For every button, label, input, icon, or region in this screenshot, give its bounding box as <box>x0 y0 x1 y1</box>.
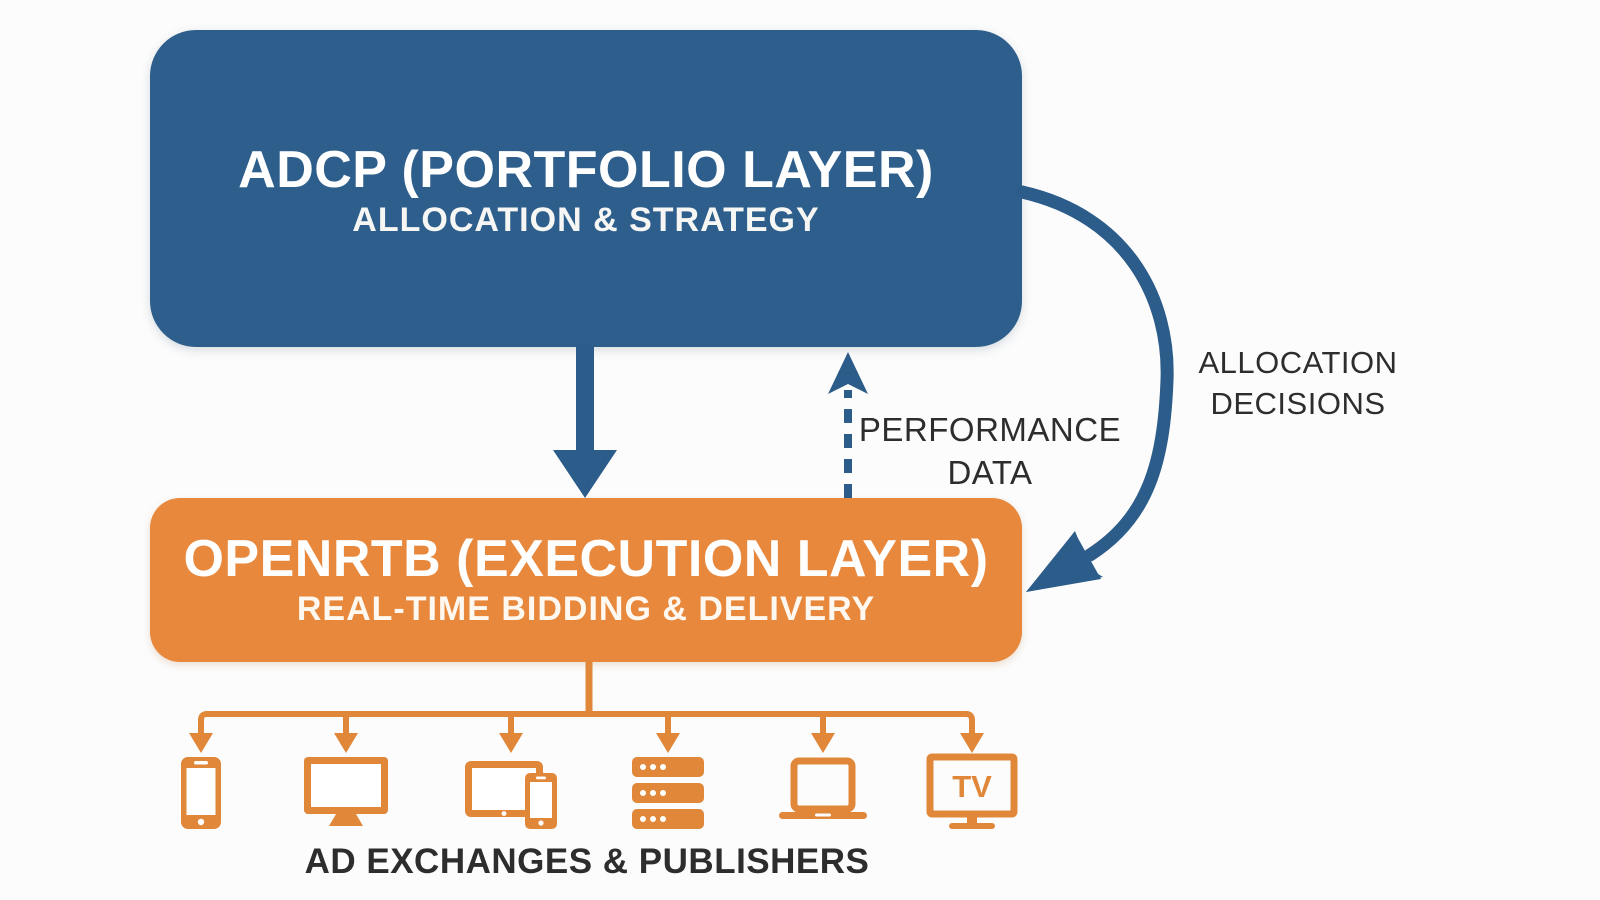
smartphone-icon <box>181 757 221 829</box>
tv-label: TV <box>952 769 992 804</box>
downward-flow-arrow <box>553 345 617 498</box>
fanout-connector <box>189 660 984 753</box>
portfolio-layer-title: ADCP (PORTFOLIO LAYER) <box>238 141 934 200</box>
desktop-monitor-icon <box>304 757 388 826</box>
tablet-and-phone-icon <box>465 761 557 829</box>
performance-data-arrow <box>828 352 868 498</box>
laptop-icon <box>779 757 867 819</box>
ad-exchanges-label: AD EXCHANGES & PUBLISHERS <box>304 842 870 881</box>
portfolio-layer-box: ADCP (PORTFOLIO LAYER) ALLOCATION & STRA… <box>150 30 1022 347</box>
execution-layer-title: OPENRTB (EXECUTION LAYER) <box>183 529 989 588</box>
allocation-decisions-arrow <box>1015 185 1174 592</box>
allocation-decisions-label: ALLOCATION DECISIONS <box>1198 345 1398 421</box>
performance-data-label: PERFORMANCE DATA <box>858 411 1122 491</box>
tv-icon: TV <box>926 753 1018 829</box>
server-stack-icon <box>632 757 704 829</box>
portfolio-layer-subtitle: ALLOCATION & STRATEGY <box>352 201 820 240</box>
execution-layer-box: OPENRTB (EXECUTION LAYER) REAL-TIME BIDD… <box>150 498 1022 662</box>
execution-layer-subtitle: REAL-TIME BIDDING & DELIVERY <box>296 589 876 628</box>
